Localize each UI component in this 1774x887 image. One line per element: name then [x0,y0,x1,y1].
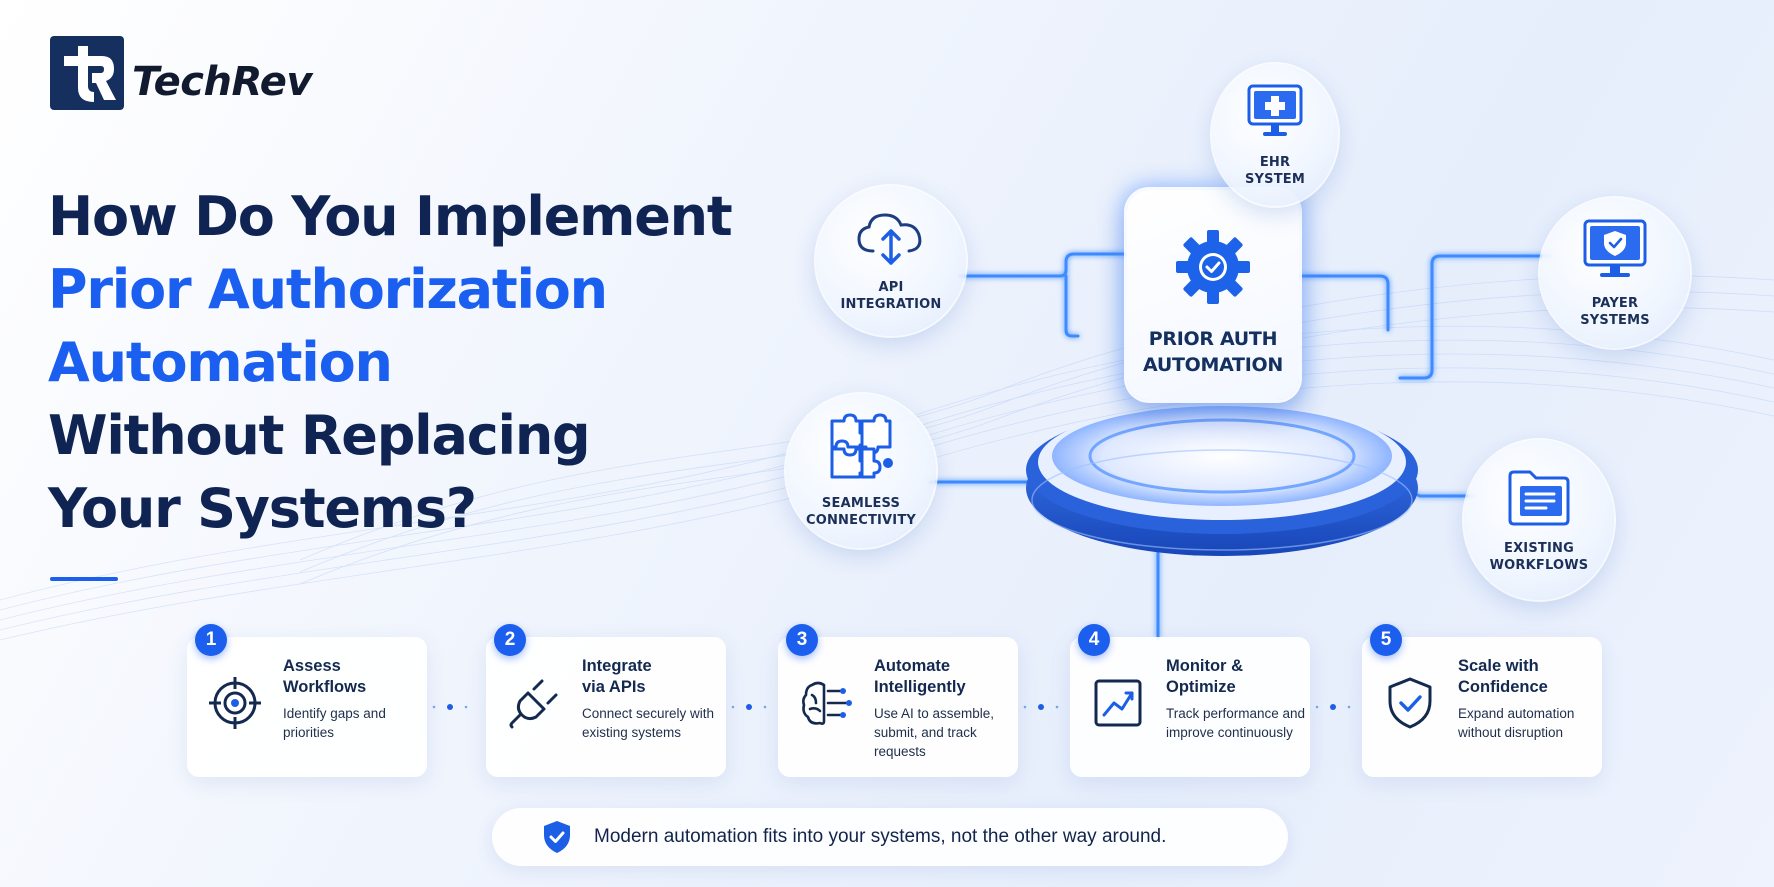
ai-brain-icon [802,681,852,725]
step-title: Scale with Confidence [1458,657,1548,696]
folder-document-icon [1508,470,1570,526]
step-connector-dots [1023,704,1059,710]
step-description: Track performance and improve continuous… [1166,706,1306,740]
target-icon [209,677,261,729]
shield-check-icon [544,821,570,853]
step-title: Automate Intelligently [874,657,966,696]
headline-line-1: How Do You Implement [48,185,733,248]
logo-tr-icon [64,46,116,102]
steps-row: 1 Assess Workflows Identify gaps and pri… [187,624,1607,779]
node-label-workflows: EXISTING WORKFLOWS [1489,541,1589,573]
integration-diagram: PRIOR AUTH AUTOMATION EHR SYSTEM API INT… [760,40,1774,640]
step-card-1: 1 Assess Workflows Identify gaps and pri… [187,624,427,777]
step-number-badge: 1 [195,624,227,656]
chart-trend-icon [1094,679,1142,727]
step-number-badge: 4 [1078,624,1110,656]
hub-platform [1026,404,1418,556]
step-number-badge: 3 [786,624,818,656]
step-description: Identify gaps and priorities [283,706,386,740]
headline-line-2: Prior Authorization [48,258,608,321]
node-ehr-system: EHR SYSTEM [1212,64,1338,206]
monitor-shield-icon [1583,219,1647,277]
step-title: Assess Workflows [283,657,367,696]
monitor-medical-icon [1247,84,1303,136]
step-card-2: 2 Integrate via APIs Connect securely wi… [486,624,726,777]
node-existing-workflows: EXISTING WORKFLOWS [1464,440,1614,600]
step-description: Use AI to assemble, submit, and track re… [874,706,995,759]
step-connector-dots [731,704,767,710]
node-label-seamless: SEAMLESS CONNECTIVITY [805,496,917,528]
shield-check-icon [1388,677,1432,729]
headline-line-5: Your Systems? [48,477,477,540]
step-title: Monitor & Optimize [1166,657,1243,696]
cloud-sync-icon [857,213,922,265]
hub-card: PRIOR AUTH AUTOMATION [1127,190,1299,400]
logo-text: TechRev [132,59,312,105]
headline-line-4: Without Replacing [48,404,591,467]
step-card-4: 4 Monitor & Optimize Track performance a… [1070,624,1310,777]
step-card-5: 5 Scale with Confidence Expand automatio… [1362,624,1602,777]
plug-icon [509,679,558,729]
step-card-3: 3 Automate Intelligently Use AI to assem… [778,624,1018,777]
node-seamless-connectivity: SEAMLESS CONNECTIVITY [786,394,936,548]
step-connector-dots [432,704,468,710]
node-label-payer: PAYER SYSTEMS [1580,296,1650,328]
headline-line-3: Automation [48,331,393,394]
node-label-api: API INTEGRATION [840,280,942,312]
hub-title: PRIOR AUTH AUTOMATION [1143,328,1283,376]
puzzle-icon [830,413,893,479]
node-label-ehr: EHR SYSTEM [1244,155,1306,187]
step-number-badge: 5 [1370,624,1402,656]
accent-divider [50,577,118,581]
step-description: Expand automation without disruption [1458,706,1575,740]
step-number-badge: 2 [494,624,526,656]
footer-text: Modern automation fits into your systems… [594,826,1167,847]
step-description: Connect securely with existing systems [582,706,715,740]
page-headline: How Do You Implement Prior Authorization… [48,180,768,545]
logo-mark [50,36,124,110]
node-api-integration: API INTEGRATION [816,186,966,336]
step-connector-dots [1315,704,1351,710]
node-payer-systems: PAYER SYSTEMS [1540,198,1690,348]
gear-check-icon [1176,230,1250,304]
step-title: Integrate via APIs [582,657,652,696]
footer-statement: Modern automation fits into your systems… [492,808,1288,866]
brand-logo: TechRev [50,36,312,110]
